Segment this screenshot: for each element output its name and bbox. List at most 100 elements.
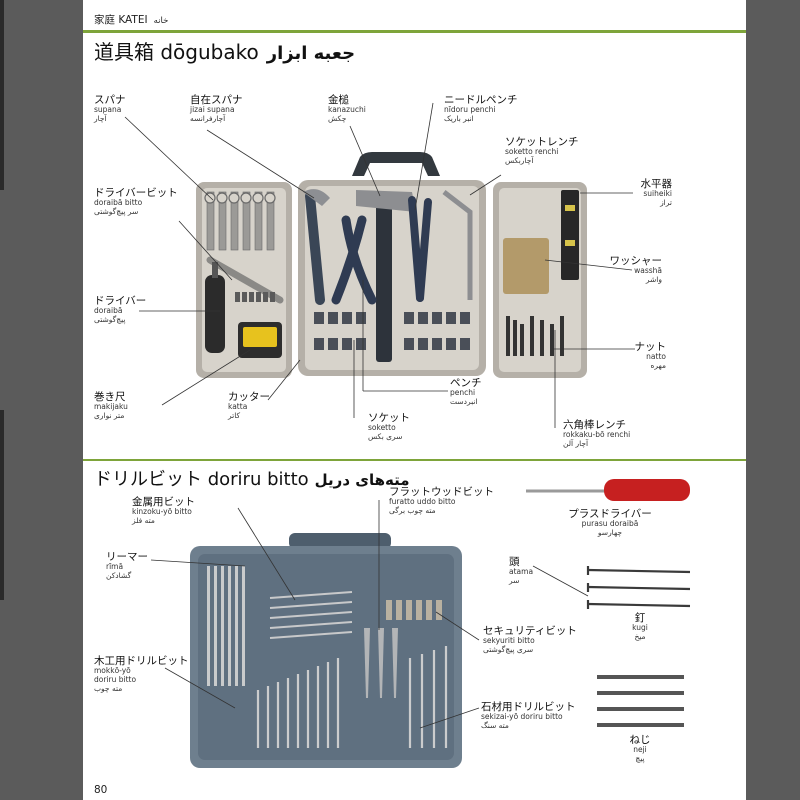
level-shape bbox=[561, 190, 579, 280]
label-romaji: soketto renchi bbox=[505, 147, 559, 157]
screws-shape bbox=[597, 675, 684, 727]
label-farsi: واشر bbox=[645, 275, 662, 285]
label-farsi: گشادکن bbox=[106, 571, 132, 581]
label-romaji: furatto uddo bitto bbox=[389, 497, 456, 507]
label-romaji: penchi bbox=[450, 388, 476, 398]
label-jp: ドライバービット bbox=[94, 187, 178, 199]
label-romaji: sekyuriti bitto bbox=[483, 636, 535, 646]
label-jp: ねじ bbox=[629, 734, 651, 746]
leader-lines bbox=[124, 102, 635, 729]
label-romaji: atama bbox=[509, 567, 534, 577]
label-jp: ソケットレンチ bbox=[505, 136, 579, 148]
label-farsi: مته چوب برگی bbox=[389, 506, 436, 516]
label-farsi: سری بکس bbox=[368, 432, 403, 442]
label-farsi: پیچ‌گوشتی bbox=[94, 315, 126, 325]
label-jp: 頭 bbox=[509, 556, 520, 568]
label-jp: スパナ bbox=[94, 94, 126, 106]
label-farsi: مته فلز bbox=[132, 516, 155, 526]
label-jp: ソケット bbox=[368, 412, 410, 424]
label-romaji: purasu doraibā bbox=[581, 519, 639, 529]
label-romaji: kinzoku-yō bitto bbox=[132, 507, 192, 517]
label-romaji: natto bbox=[646, 352, 666, 362]
label-romaji: doraibā bbox=[94, 306, 123, 316]
label-romaji: soketto bbox=[368, 423, 396, 433]
label-jp: 金槌 bbox=[328, 94, 349, 106]
label-romaji-line2: doriru bitto bbox=[94, 675, 137, 685]
label-jp: ナット bbox=[634, 341, 667, 353]
label-farsi: کاتر bbox=[228, 411, 241, 421]
phillips-screwdriver-shape bbox=[526, 479, 690, 501]
section-title-toolbox: 道具箱 dōgubako جعبه ابزار bbox=[94, 36, 355, 65]
category-farsi: خانه bbox=[153, 16, 169, 26]
label-romaji: kugi bbox=[632, 623, 648, 633]
label-jp: ペンチ bbox=[450, 377, 482, 389]
label-farsi: آچاربکس bbox=[505, 156, 534, 166]
label-romaji: rokkaku-bō renchi bbox=[563, 430, 631, 440]
label-farsi: پیچ bbox=[635, 754, 645, 764]
drill-bits-title: ドリルビット doriru bitto bbox=[94, 469, 309, 490]
section-header: 家庭 KATEI خانه bbox=[94, 12, 168, 27]
label-jp: フラットウッドビット bbox=[389, 486, 494, 498]
label-romaji: sekizai-yō doriru bitto bbox=[481, 712, 563, 722]
label-romaji: mokkō-yō bbox=[94, 666, 131, 676]
toolbox-title: 道具箱 dōgubako bbox=[94, 40, 259, 64]
label-jp: ワッシャー bbox=[609, 255, 663, 267]
label-jp: 木工用ドリルビット bbox=[94, 655, 189, 667]
label-farsi: میخ bbox=[634, 632, 646, 642]
category-label: 家庭 KATEI bbox=[94, 14, 148, 26]
label-farsi: انبردست bbox=[450, 397, 478, 407]
label-romaji: jizai supana bbox=[190, 105, 235, 115]
label-romaji: doraibā bitto bbox=[94, 198, 143, 208]
label-farsi: تراز bbox=[660, 198, 672, 208]
label-farsi: مته سنگ bbox=[481, 721, 509, 731]
label-jp: 石材用ドリルビット bbox=[481, 701, 576, 713]
page-number: 80 bbox=[94, 784, 108, 796]
label-jp: 釘 bbox=[634, 612, 646, 624]
label-romaji: kanazuchi bbox=[328, 105, 366, 115]
label-jp: 巻き尺 bbox=[94, 391, 126, 403]
section-divider bbox=[83, 459, 746, 461]
label-jp: 自在スパナ bbox=[190, 94, 243, 106]
label-farsi: مهره bbox=[650, 361, 666, 371]
label-jp: セキュリティビット bbox=[483, 625, 577, 637]
label-farsi: سری پیچ‌گوشتی bbox=[483, 645, 534, 655]
label-jp: 金属用ビット bbox=[132, 496, 195, 508]
label-jp: リーマー bbox=[106, 551, 148, 563]
label-jp: ニードルペンチ bbox=[444, 94, 518, 106]
toolbox-illustration bbox=[196, 152, 587, 378]
label-romaji: makijaku bbox=[94, 402, 128, 412]
label-farsi: آچار bbox=[94, 114, 107, 124]
header-rule bbox=[83, 30, 746, 33]
left-edge-bar-lower bbox=[0, 410, 4, 600]
label-farsi: آچارفرانسه bbox=[190, 114, 226, 124]
toolbox-title-farsi: جعبه ابزار bbox=[266, 43, 356, 64]
left-edge-bar bbox=[0, 0, 4, 190]
label-farsi: سر bbox=[509, 576, 520, 586]
label-romaji: wasshā bbox=[634, 266, 662, 276]
drill-case-illustration bbox=[190, 533, 462, 768]
label-romaji: suiheiki bbox=[643, 189, 672, 199]
label-jp: 水平器 bbox=[640, 178, 673, 190]
